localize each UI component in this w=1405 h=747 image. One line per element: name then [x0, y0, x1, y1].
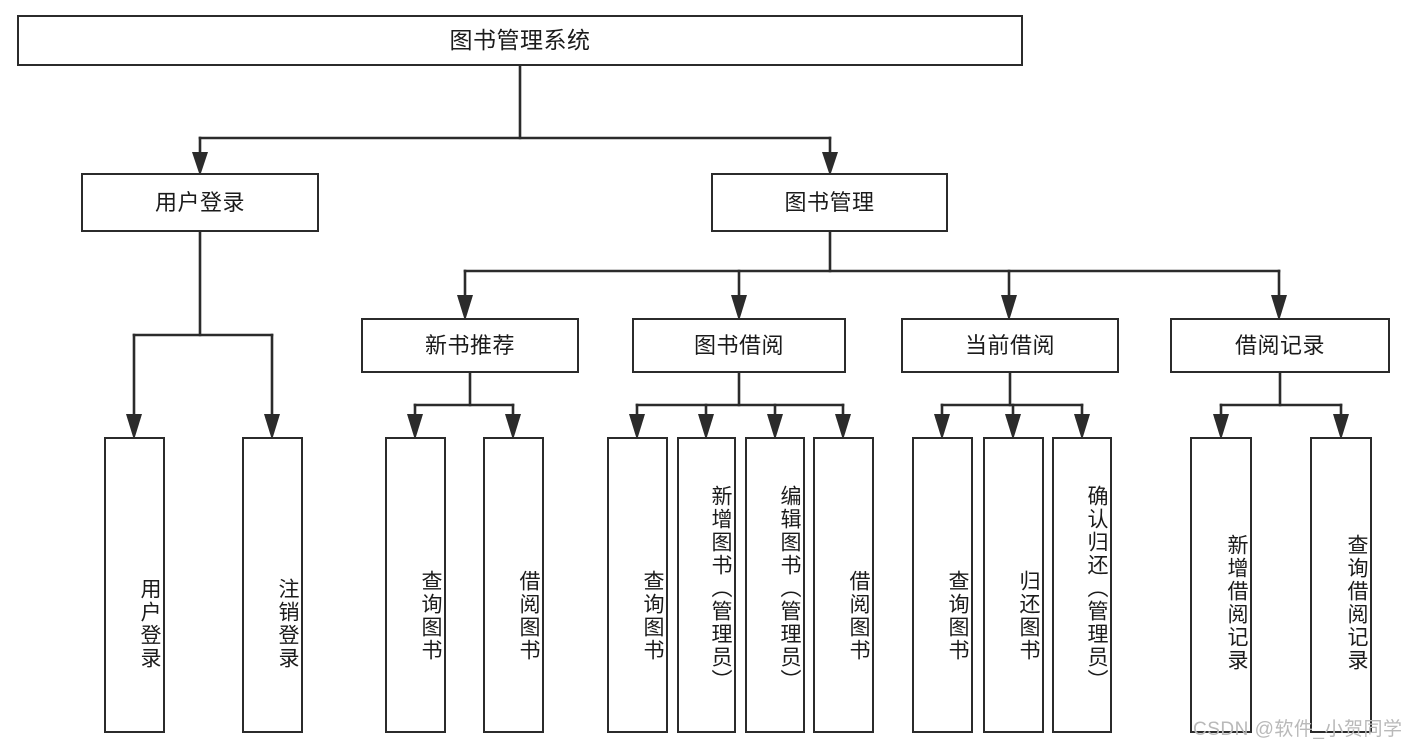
leaf-add-book-admin[interactable]: 新增图书（管理员） [677, 437, 736, 733]
leaf-logout[interactable]: 注销登录 [242, 437, 303, 733]
node-user-login[interactable]: 用户登录 [81, 173, 319, 232]
node-new-book-recommendation[interactable]: 新书推荐 [361, 318, 579, 373]
leaf-query-books-borrowing[interactable]: 查询图书 [607, 437, 668, 733]
leaf-confirm-return-admin[interactable]: 确认归还（管理员） [1052, 437, 1112, 733]
leaf-user-login[interactable]: 用户登录 [104, 437, 165, 733]
leaf-borrow-books-new-book-rec[interactable]: 借阅图书 [483, 437, 544, 733]
node-book-borrowing[interactable]: 图书借阅 [632, 318, 846, 373]
node-current-borrowing[interactable]: 当前借阅 [901, 318, 1119, 373]
leaf-edit-book-admin[interactable]: 编辑图书（管理员） [745, 437, 805, 733]
node-borrowing-record[interactable]: 借阅记录 [1170, 318, 1390, 373]
leaf-borrow-books-borrowing[interactable]: 借阅图书 [813, 437, 874, 733]
leaf-query-books-current[interactable]: 查询图书 [912, 437, 973, 733]
leaf-return-books[interactable]: 归还图书 [983, 437, 1044, 733]
leaf-query-borrow-record[interactable]: 查询借阅记录 [1310, 437, 1372, 733]
node-book-management[interactable]: 图书管理 [711, 173, 948, 232]
leaf-add-borrow-record[interactable]: 新增借阅记录 [1190, 437, 1252, 733]
node-root-book-management-system[interactable]: 图书管理系统 [17, 15, 1023, 66]
csdn-watermark: CSDN @软件_小贺同学 [1193, 719, 1403, 740]
leaf-query-books-new-book-rec[interactable]: 查询图书 [385, 437, 446, 733]
